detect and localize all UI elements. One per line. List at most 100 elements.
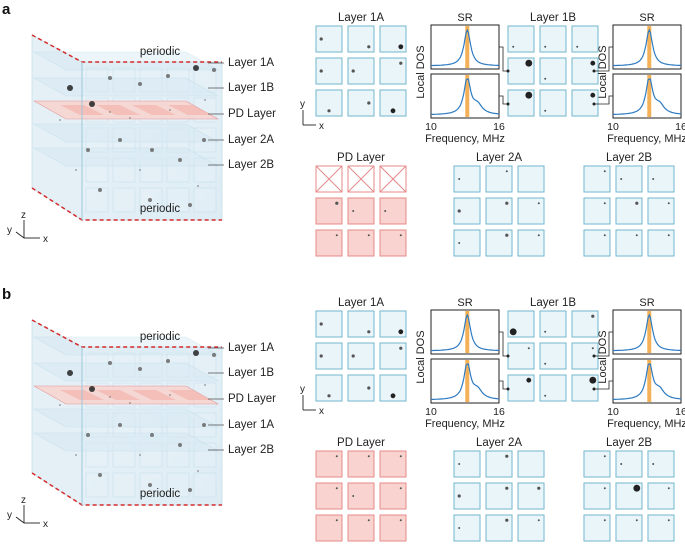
panel-a-dos-ylabel-right: Local DOS <box>597 45 609 98</box>
panel-b-layer1a-dot <box>398 329 404 335</box>
panel-a-layer1a-dot <box>390 108 396 114</box>
panel-b-layer2b-dot <box>635 519 638 522</box>
sr-band <box>465 75 470 117</box>
lattice-cube <box>112 157 136 183</box>
panel-b-layer1a-cell <box>379 310 407 338</box>
connector-line <box>499 95 508 105</box>
panel-b-layer2a-dot <box>505 454 509 458</box>
panel-b-layer2a-dot <box>458 527 461 529</box>
lattice-cube <box>112 442 136 468</box>
lattice-atom <box>89 101 95 107</box>
panel-b-connectors <box>499 331 613 391</box>
panel-b-pd-cell <box>347 514 375 542</box>
layer-plane <box>32 51 220 71</box>
panel-b-layer2b-cell <box>647 514 675 542</box>
lattice-atom <box>67 85 73 91</box>
panel-b-layer1a-dot <box>390 393 396 399</box>
pd-tile <box>132 105 176 115</box>
panel-a-pd-dot <box>335 234 338 237</box>
y-axis <box>15 516 25 524</box>
lattice-cube <box>166 127 190 153</box>
panel-b-layer1b-dot <box>591 314 595 318</box>
panel-a-layer1b-dot <box>590 60 596 66</box>
panel-a-layer2b-dot <box>603 202 606 205</box>
panel-a-pd-grid: PD Layer <box>315 152 407 257</box>
lattice-atom <box>75 169 77 171</box>
lattice-cube <box>112 67 136 93</box>
panel-a-layer1a-cell <box>379 57 407 85</box>
panel-a-layer1b-dot <box>544 109 547 112</box>
panel-a-layer2b-cell <box>615 165 643 193</box>
panel-a-layer-label: Layer 1B <box>228 82 274 94</box>
connector-tip <box>506 354 510 358</box>
layer-plane <box>32 362 220 382</box>
dos-frame <box>430 358 500 404</box>
panel-a-layer2b-cell <box>647 165 675 193</box>
lattice-atom <box>118 138 122 142</box>
panel-letter-a: a <box>2 1 11 18</box>
panel-a-pd-dot <box>367 234 370 237</box>
panel-b-layer2a-cell <box>485 482 513 510</box>
layer-plane <box>32 336 220 356</box>
lattice-cube <box>166 157 190 183</box>
panel-b-tick-16: 16 <box>493 406 505 418</box>
panel-a-layer1a-dot <box>351 69 355 73</box>
panel-b-tick-10: 10 <box>425 406 437 418</box>
panel-a-layer2a-dot <box>505 201 509 205</box>
panel-b-layer-label: Layer 1A <box>228 419 274 431</box>
lattice-cube <box>85 472 109 498</box>
lattice-cube <box>85 412 109 438</box>
lattice-cube <box>112 352 136 378</box>
lattice-atom <box>98 473 102 477</box>
lattice-atom <box>139 169 141 171</box>
layer-plane <box>32 77 220 97</box>
dos-frame <box>430 309 500 355</box>
lattice-atom <box>197 470 199 472</box>
y-axis <box>15 231 25 239</box>
connector-line <box>594 331 613 357</box>
lattice-atom <box>109 111 111 113</box>
panel-b-pd-dot <box>335 519 338 522</box>
panel-b-layer2a-cell <box>517 482 545 510</box>
lattice-cube <box>193 442 217 468</box>
panel-a-pd-cell <box>347 229 375 257</box>
lattice-atom <box>138 82 142 86</box>
panel-b-pd-dot <box>335 455 338 458</box>
panel-a-layer1a-cell <box>347 89 375 117</box>
panel-b-pd-cell <box>347 482 375 510</box>
panel-b-pd-grid: PD Layer <box>315 437 407 542</box>
panel-a-sr-label: SR <box>639 12 654 24</box>
panel-b-layer1a-dot <box>319 354 323 358</box>
connector-line <box>594 95 613 105</box>
lattice-atom <box>59 404 61 406</box>
panel-b-layer2a-dot <box>537 519 540 522</box>
sr-band <box>465 360 470 402</box>
panel-a-layer1a-title: Layer 1A <box>338 12 384 24</box>
panel-b-pd-cell <box>315 482 343 510</box>
panel-b-layer-label: Layer 1A <box>228 342 274 354</box>
dos-curve <box>431 78 500 115</box>
panel-a-pd-cell <box>379 197 407 225</box>
lattice-cube <box>166 187 190 213</box>
panel-a-dos-right-top: SR <box>612 12 682 70</box>
lattice-cube <box>139 352 163 378</box>
panel-a-layer2b-dot <box>652 178 655 180</box>
panel-a-sr-label: SR <box>457 12 472 24</box>
lattice-atom <box>150 148 154 152</box>
panel-b-layer1b-cell <box>571 310 599 338</box>
panel-a-layer2b-cell <box>583 165 611 193</box>
lattice-atom <box>150 433 154 437</box>
dos-frame <box>612 73 682 119</box>
lattice-atom <box>139 454 141 456</box>
panel-b-tick-10: 10 <box>607 406 619 418</box>
dos-frame <box>612 358 682 404</box>
panel-b-layer2a-cell <box>517 514 545 542</box>
panel-a-layer1b-dot <box>544 45 547 48</box>
panel-b-dos-ylabel-left: Local DOS <box>415 330 427 383</box>
lattice-cube <box>139 127 163 153</box>
panel-a-layer1a-dot <box>367 45 371 49</box>
lattice-atom <box>86 433 90 437</box>
